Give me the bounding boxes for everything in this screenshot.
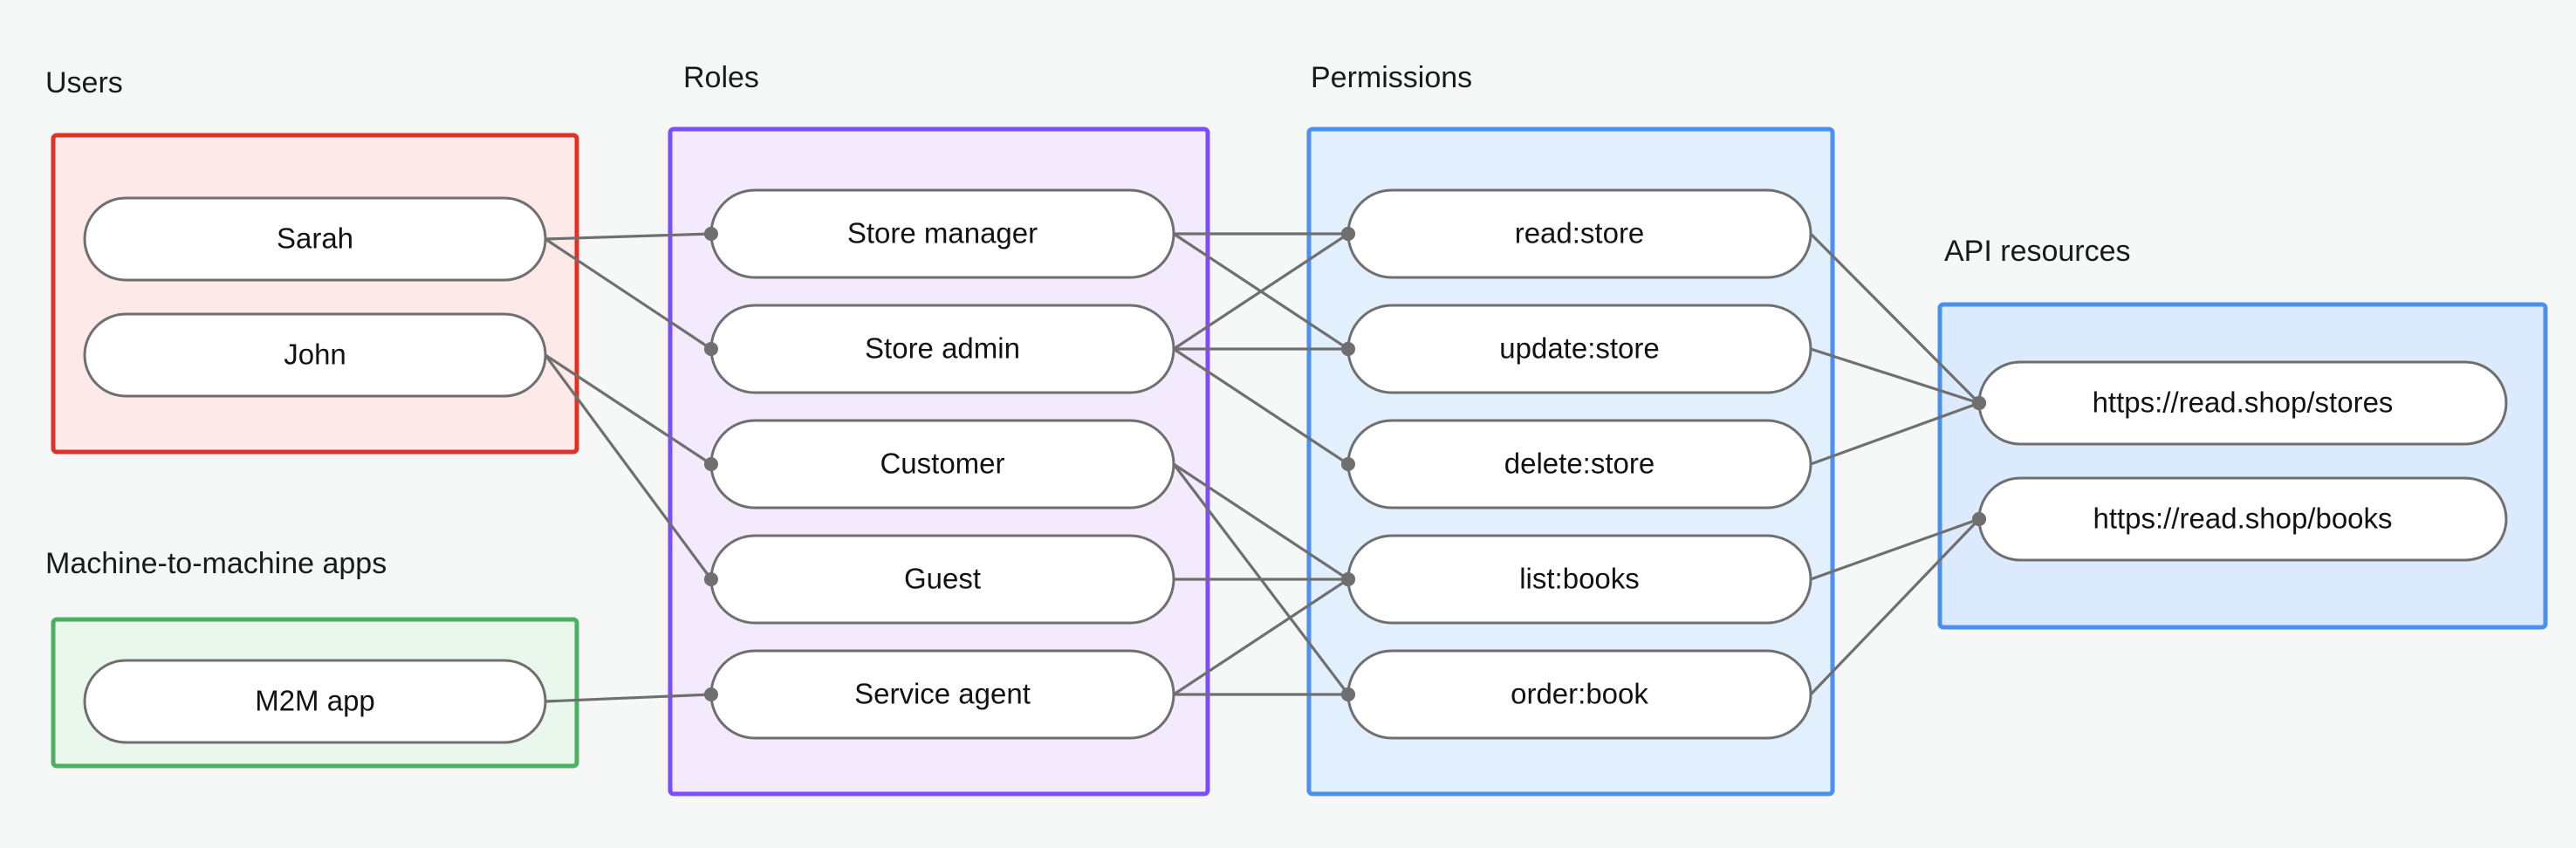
group-label-users: Users [45, 66, 123, 99]
edge-read_store-to-res_stores [1809, 232, 1981, 405]
node-res_books[interactable]: https://read.shop/books [1977, 476, 2508, 562]
node-delete_store[interactable]: delete:store [1346, 419, 1812, 509]
node-shape-sarah[interactable] [83, 196, 547, 282]
node-m2mapp[interactable]: M2M app [83, 659, 547, 744]
group-label-roles: Roles [683, 61, 759, 94]
node-service_agent[interactable]: Service agent [709, 649, 1175, 740]
edge-endpoint-top-guest [704, 572, 718, 586]
edge-endpoint-top-res_stores [1972, 396, 1986, 410]
edge-endpoint-top-delete_store [1341, 457, 1355, 471]
node-customer[interactable]: Customer [709, 419, 1175, 509]
node-sarah[interactable]: Sarah [83, 196, 547, 282]
node-label-order_book: order:book [1511, 678, 1648, 710]
edge-list_books-to-res_books [1810, 517, 1980, 581]
node-read_store[interactable]: read:store [1346, 188, 1812, 279]
group-label-permissions: Permissions [1311, 61, 1472, 94]
node-label-delete_store: delete:store [1504, 448, 1655, 480]
node-label-res_stores: https://read.shop/stores [2093, 386, 2394, 419]
edge-sarah-to-store_manager [545, 232, 712, 241]
node-john[interactable]: John [83, 312, 547, 398]
edge-john-to-guest [544, 354, 713, 580]
edge-endpoint-top-store_manager [704, 227, 718, 241]
edge-endpoint-top-read_store [1341, 227, 1355, 241]
node-order_book[interactable]: order:book [1346, 649, 1812, 740]
node-label-customer: Customer [880, 448, 1004, 480]
edge-update_store-to-res_stores [1810, 347, 1980, 405]
edge-sarah-to-store_admin [545, 237, 712, 351]
node-store_manager[interactable]: Store manager [709, 188, 1175, 279]
edge-endpoint-top-store_admin [704, 342, 718, 356]
node-shape-john[interactable] [83, 312, 547, 398]
node-label-res_books: https://read.shop/books [2093, 503, 2392, 535]
edge-customer-to-list_books [1173, 462, 1349, 581]
group-box-users [51, 133, 579, 455]
group-label-m2m: Machine-to-machine apps [45, 547, 387, 580]
edge-john-to-customer [545, 353, 712, 466]
edge-endpoint-top-customer [704, 457, 718, 471]
edge-service_agent-to-list_books [1173, 578, 1349, 696]
node-label-update_store: update:store [1499, 332, 1659, 365]
node-update_store[interactable]: update:store [1346, 304, 1812, 394]
node-guest[interactable]: Guest [709, 534, 1175, 625]
node-label-store_admin: Store admin [865, 332, 1020, 365]
edge-endpoint-top-list_books [1341, 572, 1355, 586]
node-label-store_manager: Store manager [847, 217, 1038, 250]
edge-m2mapp-to-service_agent [545, 693, 712, 703]
node-label-read_store: read:store [1515, 217, 1645, 250]
group-label-api: API resources [1944, 235, 2131, 268]
edge-endpoint-top-res_books [1972, 512, 1986, 526]
node-label-guest: Guest [904, 563, 981, 595]
node-res_stores[interactable]: https://read.shop/stores [1977, 360, 2508, 446]
node-label-sarah: Sarah [277, 222, 353, 255]
edge-endpoint-top-order_book [1341, 687, 1355, 701]
node-store_admin[interactable]: Store admin [709, 304, 1175, 394]
node-list_books[interactable]: list:books [1346, 534, 1812, 625]
node-shape-m2mapp[interactable] [83, 659, 547, 744]
node-label-john: John [284, 339, 346, 371]
edge-endpoint-top-service_agent [704, 687, 718, 701]
edge-endpoint-top-update_store [1341, 342, 1355, 356]
edge-order_book-to-res_books [1809, 517, 1981, 696]
node-label-list_books: list:books [1519, 563, 1640, 595]
edge-delete_store-to-res_stores [1810, 401, 1980, 466]
node-label-service_agent: Service agent [854, 678, 1031, 710]
node-label-m2mapp: M2M app [255, 685, 375, 717]
edge-store_admin-to-read_store [1173, 232, 1349, 351]
edge-store_admin-to-delete_store [1173, 347, 1349, 466]
group-box-api [1937, 302, 2548, 630]
